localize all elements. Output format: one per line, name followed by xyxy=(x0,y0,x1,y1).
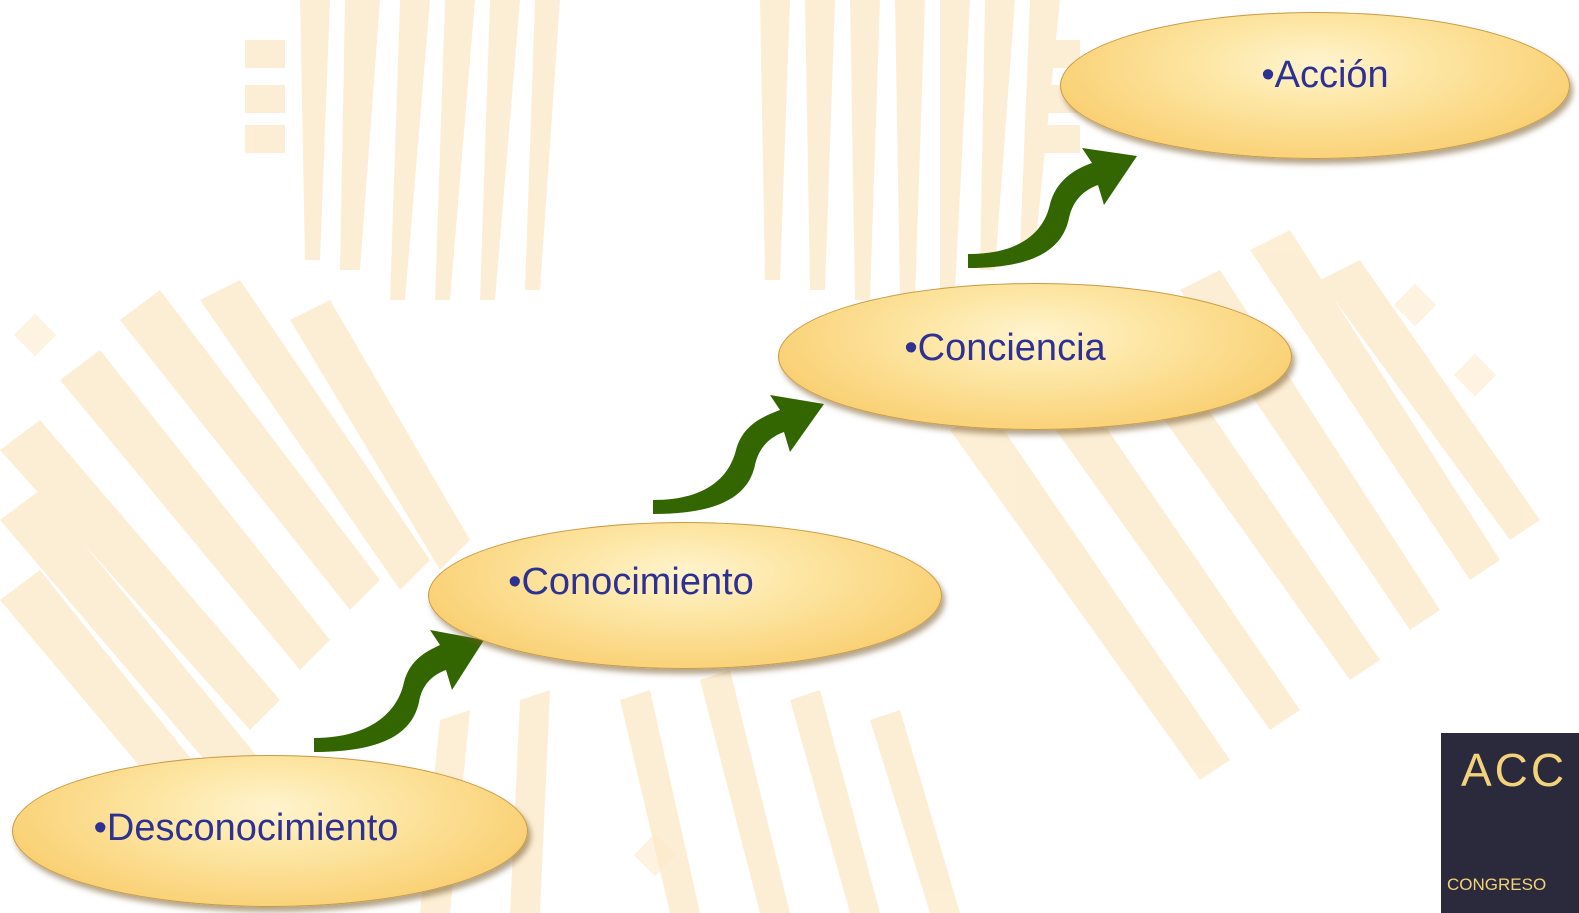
stage-desconocimiento: •Desconocimiento xyxy=(12,755,528,907)
congress-logo: ACC CONGRESO xyxy=(1441,733,1579,913)
logo-main-text: ACC xyxy=(1461,744,1568,796)
arrow-1 xyxy=(314,630,484,752)
arrow-2 xyxy=(653,395,824,514)
stage-conocimiento: •Conocimiento xyxy=(428,522,942,669)
stage-conciencia: •Conciencia xyxy=(778,283,1292,430)
progress-arrows xyxy=(314,148,1137,752)
stage-accion: •Acción xyxy=(1060,12,1570,159)
arrow-3 xyxy=(968,148,1137,268)
stage-label: •Acción xyxy=(1261,54,1389,96)
stage-label: •Conocimiento xyxy=(508,561,754,603)
stage-label: •Conciencia xyxy=(904,327,1106,369)
stage-label: •Desconocimiento xyxy=(93,806,399,849)
logo-sub-text: CONGRESO xyxy=(1447,875,1547,894)
